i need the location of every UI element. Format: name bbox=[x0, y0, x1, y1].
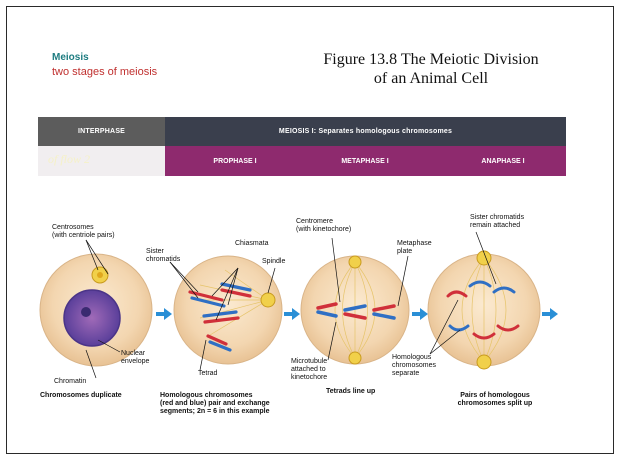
caption-pairs-split: Pairs of homologous chromosomes split up bbox=[440, 392, 550, 408]
label-homologous-separate-line-2: chromosomes bbox=[392, 362, 436, 370]
label-spindle: Spindle bbox=[262, 258, 285, 266]
label-nuclear-envelope-line-1: Nuclear bbox=[121, 350, 149, 358]
label-centromere-line-1: Centromere bbox=[296, 218, 351, 226]
caption-pairs-split-line-1: Pairs of homologous bbox=[440, 392, 550, 400]
label-sister-chromatids-line-1: Sister bbox=[146, 248, 180, 256]
label-chromatin: Chromatin bbox=[54, 378, 86, 386]
caption-homologous-pair-line-2: (red and blue) pair and exchange bbox=[160, 400, 300, 408]
label-homologous-separate-line-1: Homologous bbox=[392, 354, 436, 362]
label-microtubule: Microtubule attached to kinetochore bbox=[291, 358, 327, 382]
centrosome-icon bbox=[92, 267, 108, 283]
label-tetrad: Tetrad bbox=[198, 370, 217, 378]
label-microtubule-line-3: kinetochore bbox=[291, 374, 327, 382]
nucleus-icon bbox=[64, 290, 120, 346]
label-sister-chromatids: Sister chromatids bbox=[146, 248, 180, 264]
label-homologous-separate: Homologous chromosomes separate bbox=[392, 354, 436, 378]
cell-metaphase-i bbox=[301, 256, 409, 364]
label-metaphase-plate: Metaphase plate bbox=[397, 240, 432, 256]
label-sister-chromatids-line-2: chromatids bbox=[146, 256, 180, 264]
cell-prophase-i bbox=[174, 256, 282, 364]
label-centromere-line-2: (with kinetochore) bbox=[296, 226, 351, 234]
caption-homologous-pair-line-1: Homologous chromosomes bbox=[160, 392, 300, 400]
spindle-pole-icon bbox=[261, 293, 275, 307]
caption-homologous-pair-line-3: segments; 2n = 6 in this example bbox=[160, 408, 300, 416]
label-microtubule-line-2: attached to bbox=[291, 366, 327, 374]
label-centrosomes: Centrosomes (with centriole pairs) bbox=[52, 224, 115, 240]
label-nuclear-envelope-line-2: envelope bbox=[121, 358, 149, 366]
caption-chromosomes-duplicate: Chromosomes duplicate bbox=[40, 392, 158, 400]
label-centromere: Centromere (with kinetochore) bbox=[296, 218, 351, 234]
label-sister-attached-line-1: Sister chromatids bbox=[470, 214, 524, 222]
caption-homologous-pair: Homologous chromosomes (red and blue) pa… bbox=[160, 392, 300, 416]
label-centrosomes-line-1: Centrosomes bbox=[52, 224, 115, 232]
label-sister-attached: Sister chromatids remain attached bbox=[470, 214, 524, 230]
label-centrosomes-line-2: (with centriole pairs) bbox=[52, 232, 115, 240]
caption-tetrads-line-up: Tetrads line up bbox=[326, 388, 406, 396]
label-metaphase-plate-line-1: Metaphase bbox=[397, 240, 432, 248]
cell-anaphase-i bbox=[428, 251, 540, 369]
label-homologous-separate-line-3: separate bbox=[392, 370, 436, 378]
label-nuclear-envelope: Nuclear envelope bbox=[121, 350, 149, 366]
label-sister-attached-line-2: remain attached bbox=[470, 222, 524, 230]
label-metaphase-plate-line-2: plate bbox=[397, 248, 432, 256]
caption-pairs-split-line-2: chromosomes split up bbox=[440, 400, 550, 408]
label-chiasmata: Chiasmata bbox=[235, 240, 268, 248]
label-microtubule-line-1: Microtubule bbox=[291, 358, 327, 366]
